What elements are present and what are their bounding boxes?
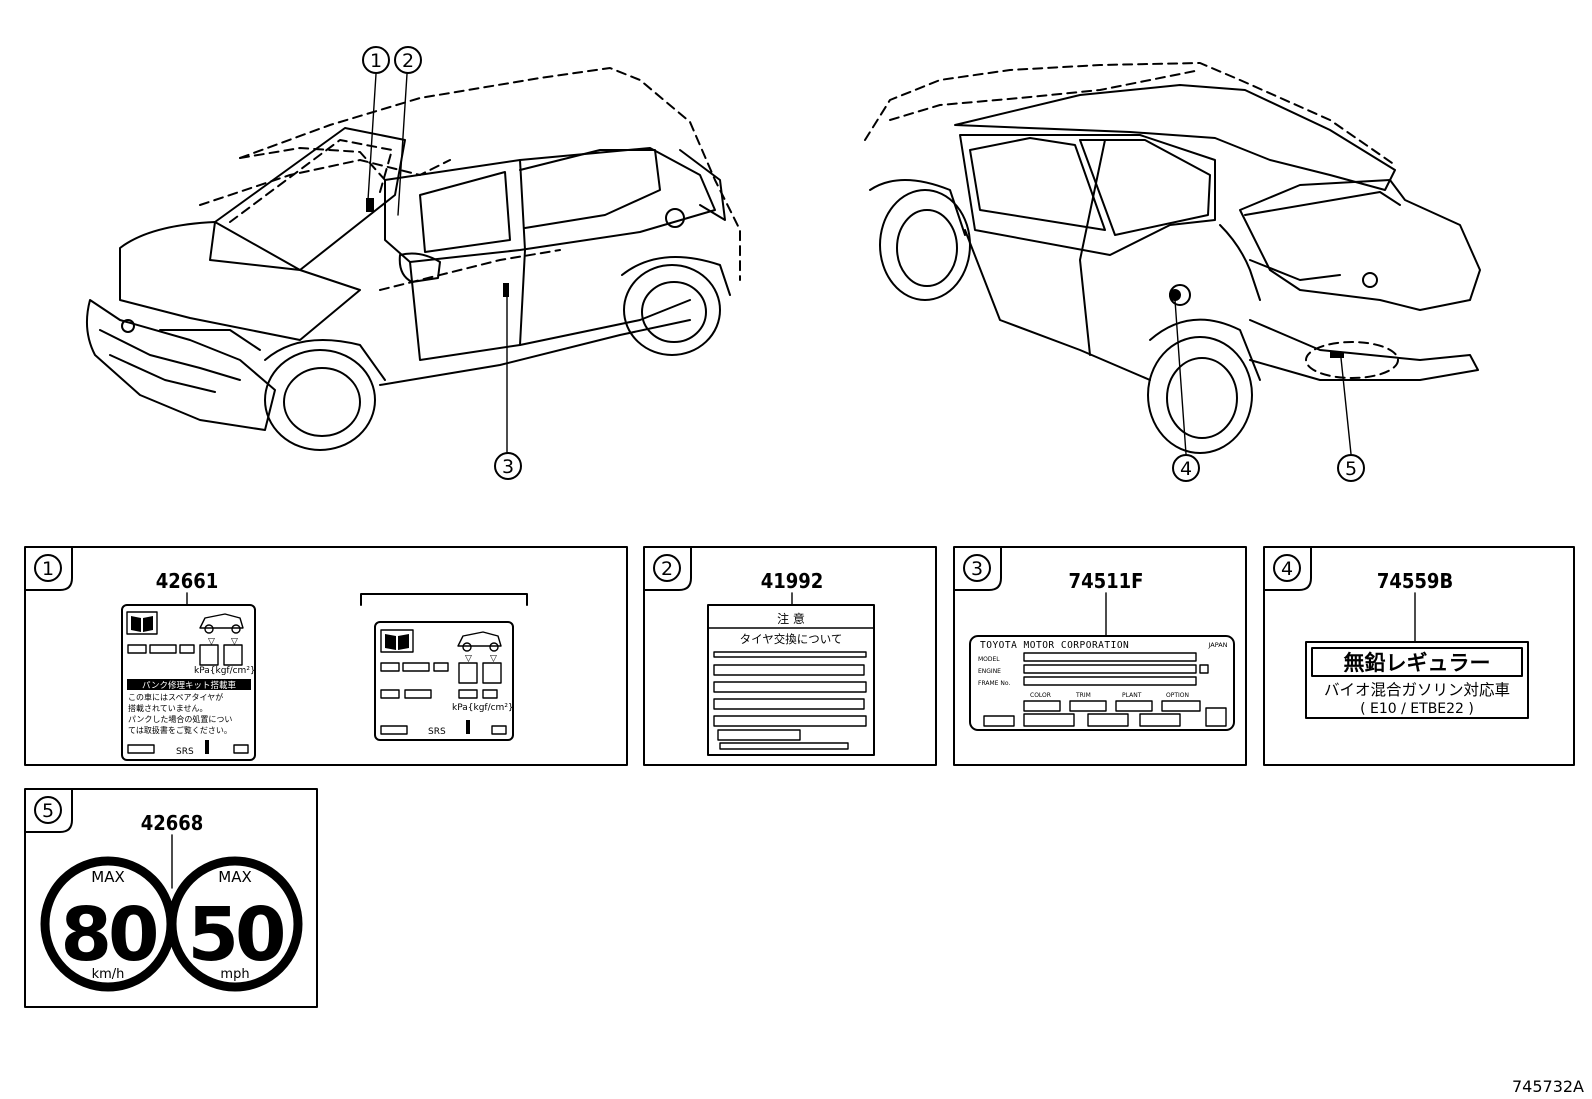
callout-5: 5 <box>1337 454 1365 482</box>
tire-pressure-label-b: ▽ ▽ kPa{kgf/cm²} SRS <box>374 621 514 741</box>
pressure-unit-b: kPa{kgf/cm²} <box>452 703 514 713</box>
notice-line-3: パンクした場合の処置につい <box>128 714 232 724</box>
svg-text:4: 4 <box>1180 458 1192 480</box>
svg-text:5: 5 <box>1345 458 1357 480</box>
maker-name: TOYOTA MOTOR CORPORATION <box>980 640 1129 651</box>
panel-3: 3 74511F TOYOTA MOTOR CORPORATION JAPAN … <box>953 546 1247 766</box>
panel-4-index: 4 <box>1281 558 1293 580</box>
part-number-42668: 42668 <box>141 811 204 835</box>
label-marker-3 <box>503 283 509 297</box>
fuel-type-label: 無鉛レギュラー バイオ混合ガソリン対応車 ( E10 / ETBE22 ) <box>1305 641 1529 719</box>
diagram-id: 745732A <box>1512 1077 1584 1096</box>
fuel-spec-text: ( E10 / ETBE22 ) <box>1360 701 1474 717</box>
car-rear-view <box>864 62 1481 455</box>
field-trim: TRIM <box>1075 692 1091 699</box>
field-color: COLOR <box>1030 692 1051 699</box>
label-marker-1 <box>366 198 374 212</box>
srs-text-b: SRS <box>428 727 446 737</box>
speed-value-mph: 50 <box>188 892 283 978</box>
panel-2: 2 41992 注 意 タイヤ交換について <box>643 546 937 766</box>
field-option: OPTION <box>1166 692 1189 699</box>
part-number-74511F: 74511F <box>1069 569 1144 593</box>
callout-3: 3 <box>494 452 522 480</box>
notice-line-4: ては取扱書をご覧ください。 <box>128 725 232 735</box>
panel-5: 5 42668 MAX 80 km/h MAX 50 mph <box>24 788 318 1008</box>
pressure-unit-a: kPa{kgf/cm²} <box>194 666 256 676</box>
unit-kmh: km/h <box>92 967 125 982</box>
max-text-right: MAX <box>218 868 251 886</box>
notice-banner: パンク修理キット搭載車 <box>142 680 236 691</box>
srs-text-a: SRS <box>176 747 194 757</box>
tire-change-caution-label: 注 意 タイヤ交換について <box>707 604 875 756</box>
svg-text:2: 2 <box>402 50 414 72</box>
car-front-view <box>85 67 741 453</box>
notice-line-2: 搭載されていません。 <box>128 703 208 713</box>
field-frame: FRAME No. <box>978 680 1010 687</box>
label-marker-5 <box>1330 352 1344 358</box>
svg-text:3: 3 <box>502 456 514 478</box>
callout-1: 1 <box>362 46 390 74</box>
speed-value-kmh: 80 <box>61 892 156 978</box>
field-engine: ENGINE <box>978 668 1001 675</box>
callout-4: 4 <box>1172 454 1200 482</box>
label-marker-4 <box>1169 289 1181 301</box>
panel-4: 4 74559B 無鉛レギュラー バイオ混合ガソリン対応車 ( E10 / ET… <box>1263 546 1575 766</box>
notice-line-1: この車にはスペアタイヤが <box>128 692 223 702</box>
svg-text:▽: ▽ <box>465 654 472 664</box>
svg-text:▽: ▽ <box>231 637 238 647</box>
svg-text:▽: ▽ <box>208 637 215 647</box>
panel-1: 1 42661 ▽ ▽ kPa{kgf/cm²} パンク修理キット搭載車 この車… <box>24 546 628 766</box>
callout-2: 2 <box>394 46 422 74</box>
panel-3-index: 3 <box>971 558 983 580</box>
caution-subtitle: タイヤ交換について <box>740 632 843 646</box>
part-number-42661: 42661 <box>156 569 219 593</box>
speed-limit-label: MAX 80 km/h MAX 50 mph <box>40 856 303 992</box>
caution-title: 注 意 <box>777 611 805 626</box>
panel-5-index: 5 <box>42 800 54 822</box>
field-plant: PLANT <box>1122 692 1142 699</box>
tire-pressure-label-a: ▽ ▽ kPa{kgf/cm²} パンク修理キット搭載車 この車にはスペアタイヤ… <box>121 604 256 761</box>
unit-mph: mph <box>220 967 249 982</box>
country-text: JAPAN <box>1207 641 1227 649</box>
fuel-type-text: 無鉛レギュラー <box>1344 651 1491 675</box>
panel-2-index: 2 <box>661 558 673 580</box>
part-number-74559B: 74559B <box>1377 569 1453 593</box>
vehicle-id-plate: TOYOTA MOTOR CORPORATION JAPAN MODEL ENG… <box>969 635 1235 731</box>
svg-text:1: 1 <box>370 50 382 72</box>
panel-1-index: 1 <box>42 558 54 580</box>
part-number-41992: 41992 <box>761 569 824 593</box>
field-model: MODEL <box>978 656 1000 663</box>
svg-text:▽: ▽ <box>490 654 497 664</box>
fuel-note-text: バイオ混合ガソリン対応車 <box>1324 681 1510 699</box>
max-text-left: MAX <box>91 868 124 886</box>
